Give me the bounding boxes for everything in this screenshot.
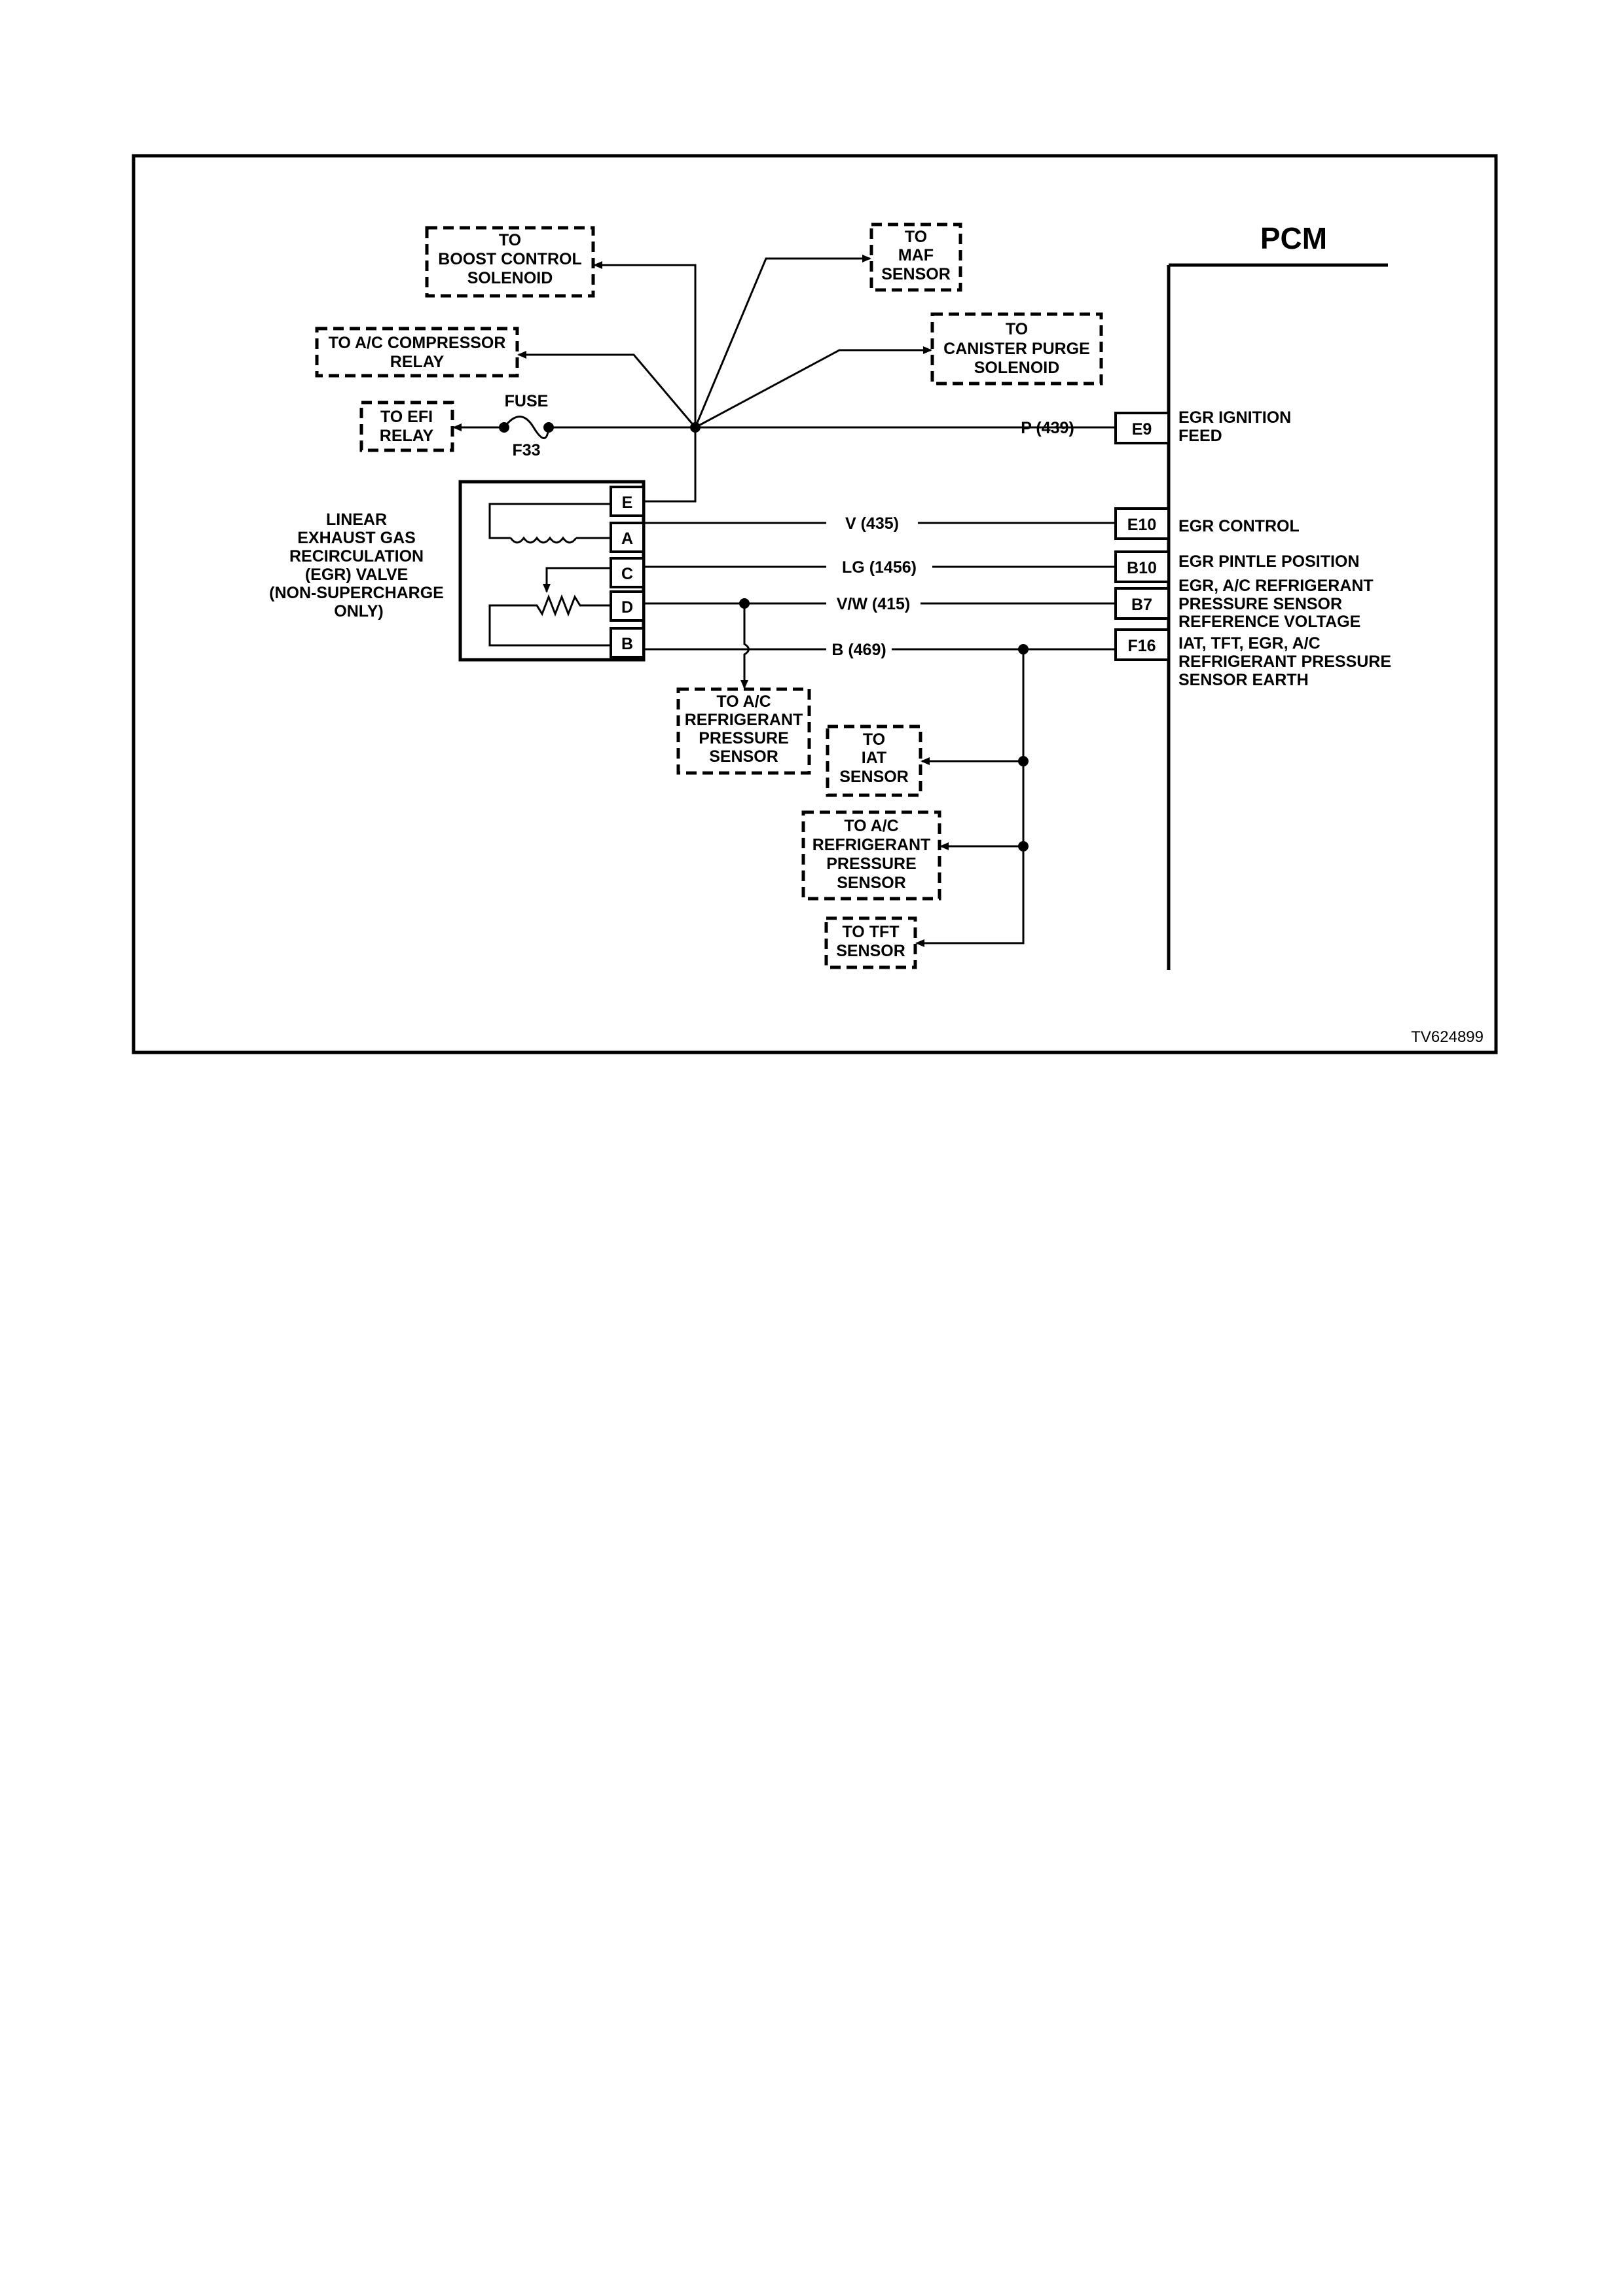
pcm-title: PCM xyxy=(1260,221,1327,255)
egr-pin-b: B xyxy=(621,635,633,653)
fuse-label: FUSE xyxy=(505,392,549,410)
wire-label-vw415: V/W (415) xyxy=(837,595,911,613)
svg-text:EGR PINTLE POSITION: EGR PINTLE POSITION xyxy=(1178,552,1359,571)
pcm-pin-b10: B10 EGR PINTLE POSITION xyxy=(1114,550,1359,583)
wire-label-b469: B (469) xyxy=(831,641,886,659)
fuse-f33: FUSE F33 xyxy=(452,392,695,459)
wire-label-v435: V (435) xyxy=(845,514,899,533)
svg-text:E10: E10 xyxy=(1127,516,1156,534)
egr-valve: E A C D B LINEAR EXHAUST GAS RECIRCULATI… xyxy=(269,480,646,662)
egr-pin-c: C xyxy=(621,565,633,583)
egr-pin-e: E xyxy=(622,493,633,512)
fuse-id: F33 xyxy=(512,441,540,459)
wire-labels: P (439) V (435) LG (1456) V/W (415) B (4… xyxy=(831,419,1074,659)
svg-text:B7: B7 xyxy=(1131,596,1152,614)
svg-text:B10: B10 xyxy=(1127,559,1157,577)
svg-text:EGR CONTROL: EGR CONTROL xyxy=(1178,517,1300,535)
egr-pin-a: A xyxy=(621,529,633,548)
egr-valve-label: LINEAR EXHAUST GAS RECIRCULATION (EGR) V… xyxy=(269,511,448,620)
wire-label-p439: P (439) xyxy=(1021,419,1074,437)
svg-text:F16: F16 xyxy=(1127,637,1156,655)
svg-text:E9: E9 xyxy=(1132,420,1152,439)
harness-wires xyxy=(644,426,1114,947)
figure-id: TV624899 xyxy=(1411,1028,1484,1046)
egr-valve-pins: E A C D B xyxy=(610,486,645,658)
wire-label-lg1456: LG (1456) xyxy=(842,558,917,577)
pcm-pin-e10: E10 EGR CONTROL xyxy=(1114,507,1300,540)
egr-pin-d: D xyxy=(621,598,633,617)
diagram-frame xyxy=(132,154,1498,1054)
